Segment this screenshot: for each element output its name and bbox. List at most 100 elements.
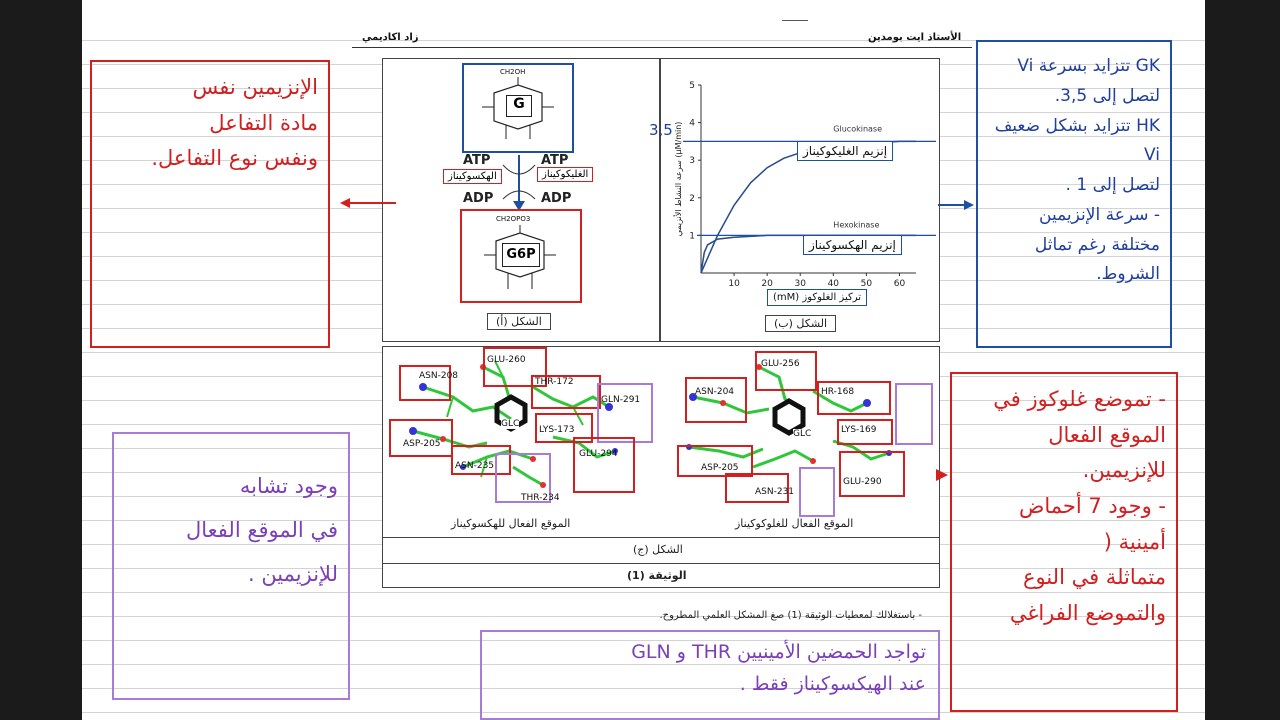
hk-site-caption: الموقع الفعال للهكسوكيناز bbox=[451, 517, 571, 530]
glucose-ring-icon bbox=[482, 77, 554, 139]
gk-res-glu256: GLU-256 bbox=[761, 359, 800, 369]
gk-res-asn231: ASN-231 bbox=[755, 487, 795, 497]
note-blue-line3: HK تتزايد بشكل ضعيف Vi bbox=[994, 115, 1160, 166]
note-purple-left-line2: في الموقع الفعال bbox=[186, 518, 338, 543]
x-tick-label: 50 bbox=[861, 279, 873, 289]
note-red-left: الإنزيمين نفس مادة التفاعل ونفس نوع التف… bbox=[90, 60, 330, 348]
g6p-label: G6P bbox=[502, 243, 540, 267]
document-page: زاد اكاديمي الأستاذ ايت بومدين CH2OH G A… bbox=[82, 0, 1205, 720]
adp-right: ADP bbox=[541, 191, 572, 206]
x-tick-label: 10 bbox=[728, 279, 740, 289]
hk-res-glc: GLC bbox=[501, 419, 520, 429]
note-red-left-line2: مادة التفاعل bbox=[209, 110, 318, 135]
gk-box-lys169 bbox=[837, 419, 893, 445]
note-red-right-line2: الموقع الفعال bbox=[1048, 422, 1166, 447]
hk-res-lys173: LYS-173 bbox=[539, 425, 575, 435]
gk-box-asn231 bbox=[725, 473, 789, 503]
atp-right: ATP bbox=[541, 153, 569, 168]
gk-res-hr168: HR-168 bbox=[821, 387, 855, 397]
glucose-group: CH2OH bbox=[500, 68, 526, 76]
note-red-right: - تموضع غلوكوز في الموقع الفعال للإنزيمي… bbox=[950, 372, 1178, 712]
note-blue-line6: مختلفة رغم تماثل bbox=[1034, 234, 1160, 255]
note-red-right-line6: متماثلة في النوع bbox=[1022, 565, 1166, 590]
note-red-left-line1: الإنزيمين نفس bbox=[192, 75, 318, 99]
annot-hexokinase: إنزيم الهكسوكيناز bbox=[803, 235, 902, 255]
hk-res-thr172: THR-172 bbox=[535, 377, 574, 387]
hk-box-glu260 bbox=[483, 347, 547, 387]
y-tick-label: 2 bbox=[689, 194, 695, 204]
y-tick-label: 1 bbox=[689, 231, 695, 241]
gk-res-lys169: LYS-169 bbox=[841, 425, 877, 435]
hk-box-thr234 bbox=[495, 453, 551, 503]
y-tick-label: 3 bbox=[689, 156, 695, 166]
hk-box-asn235 bbox=[451, 445, 511, 475]
header-rule bbox=[352, 47, 972, 48]
gk-res-glc: GLC bbox=[793, 429, 812, 439]
enzyme-gk-label: الغليكوكيناز bbox=[537, 167, 594, 182]
hk-res-glu260: GLU-260 bbox=[487, 355, 526, 365]
hk-box-asn208 bbox=[399, 365, 451, 401]
red-right-arrow-icon bbox=[936, 469, 948, 481]
note-purple-left-line1: وجود تشابه bbox=[239, 474, 338, 498]
hk-box-gln291 bbox=[597, 383, 653, 443]
hk-res-glu294: GLU-294 bbox=[579, 449, 618, 459]
header-left: زاد اكاديمي bbox=[362, 32, 419, 43]
red-left-arrow-icon bbox=[340, 198, 396, 208]
gk-box-hr168 bbox=[817, 381, 891, 415]
gk-box-asp205 bbox=[677, 445, 753, 477]
gk-box-glu290 bbox=[839, 451, 905, 497]
atp-left: ATP bbox=[463, 153, 491, 168]
note-blue-line7: الشروط. bbox=[1096, 264, 1160, 285]
x-tick-label: 60 bbox=[894, 279, 906, 289]
figure-c-panel: ASN-208 GLU-260 THR-172 GLN-291 ASP-205 … bbox=[382, 346, 940, 588]
hk-active-site-image bbox=[409, 360, 618, 488]
g6p-group: CH2OPO3 bbox=[496, 215, 531, 223]
x-tick-label: 40 bbox=[828, 279, 840, 289]
top-dash bbox=[782, 20, 808, 21]
hk-res-gln291: GLN-291 bbox=[601, 395, 641, 405]
note-purple-bottom-line1: تواجد الحمضين الأمينيين THR و GLN bbox=[631, 641, 926, 663]
question-text: - باستغلالك لمعطيات الوثيقة (1) صغ المشك… bbox=[659, 610, 922, 621]
gk-res-asp205: ASP-205 bbox=[701, 463, 739, 473]
gk-res-asn204: ASN-204 bbox=[695, 387, 735, 397]
hk-box-asp205 bbox=[389, 419, 453, 457]
note-purple-left-line3: للإنزيمين . bbox=[247, 562, 338, 587]
figure-c-caption: الشكل (ج) bbox=[633, 543, 683, 556]
reaction-arrow-icon bbox=[502, 155, 536, 211]
note-red-right-line3: للإنزيمين. bbox=[1082, 458, 1166, 483]
hk-box-lys173 bbox=[535, 413, 593, 443]
note-purple-left: وجود تشابه في الموقع الفعال للإنزيمين . bbox=[112, 432, 350, 700]
y-axis-label: سرعة النشاط الأنزيمي (µM/min) bbox=[673, 122, 683, 237]
glucose-label: G bbox=[506, 95, 532, 117]
y-marked-value: 3,5 bbox=[649, 121, 673, 139]
curve-label-hexokinase: Hexokinase bbox=[833, 220, 879, 229]
note-red-left-line3: ونفس نوع التفاعل. bbox=[151, 146, 318, 171]
document-title: الوثيقة (1) bbox=[627, 569, 687, 582]
header-right: الأستاذ ايت بومدين bbox=[868, 32, 962, 43]
gk-box-glu256 bbox=[755, 351, 817, 391]
adp-left: ADP bbox=[463, 191, 494, 206]
x-tick-label: 20 bbox=[761, 279, 773, 289]
note-blue-line5: - سرعة الإنزيمين bbox=[1039, 204, 1160, 225]
enzyme-hk-label: الهكسوكيناز bbox=[443, 169, 502, 184]
gk-box-empty-top bbox=[895, 383, 933, 445]
note-blue-right: GK تتزايد بسرعة Vi لتصل إلى 3,5. HK تتزا… bbox=[976, 40, 1172, 348]
hk-box-glu294 bbox=[573, 437, 635, 493]
note-red-right-line5: أمينية ( bbox=[1103, 529, 1166, 554]
note-blue-line1: GK تتزايد بسرعة Vi bbox=[1017, 56, 1160, 76]
note-purple-bottom-line2: عند الهيكسوكيناز فقط . bbox=[739, 673, 926, 696]
note-red-right-line4: - وجود 7 أحماض bbox=[1018, 494, 1166, 519]
g6p-ring-icon bbox=[484, 225, 556, 289]
gk-box-empty-bottom bbox=[799, 467, 835, 517]
gk-site-caption: الموقع الفعال للغلوكوكيناز bbox=[735, 517, 854, 530]
gk-res-glu290: GLU-290 bbox=[843, 477, 882, 487]
note-red-right-line1: - تموضع غلوكوز في bbox=[993, 387, 1166, 411]
y-tick-label: 5 bbox=[689, 81, 695, 91]
curve-label-glucokinase: Glucokinase bbox=[833, 124, 882, 133]
note-blue-line4: لتصل إلى 1 . bbox=[1065, 175, 1160, 195]
hk-box-thr172 bbox=[531, 375, 601, 409]
gk-box-asn204 bbox=[685, 377, 747, 423]
y-tick-label: 4 bbox=[689, 119, 695, 129]
x-tick-label: 30 bbox=[795, 279, 807, 289]
note-purple-bottom: تواجد الحمضين الأمينيين THR و GLN عند ال… bbox=[480, 630, 940, 720]
